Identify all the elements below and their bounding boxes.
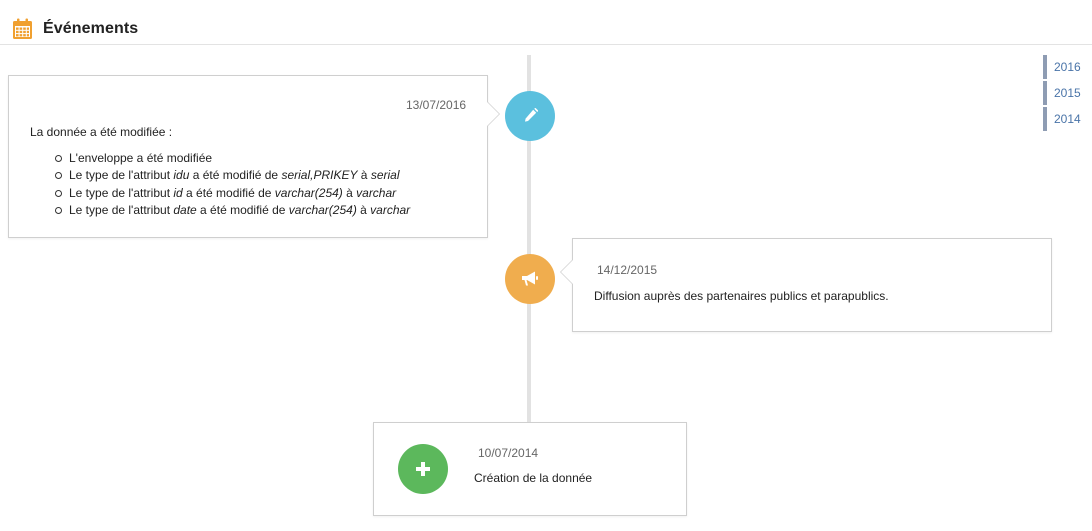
page-title: Événements: [43, 20, 139, 37]
event-intro: La donnée a été modifiée :: [30, 125, 173, 139]
year-label[interactable]: 2016: [1054, 60, 1081, 74]
year-link-2015[interactable]: 2015: [1043, 81, 1092, 105]
event-date: 13/07/2016: [406, 98, 467, 112]
year-label[interactable]: 2014: [1054, 112, 1081, 126]
event-text: Création de la donnée: [474, 471, 593, 485]
event-card-diffusion: 14/12/2015 Diffusion auprès des partenai…: [560, 238, 1052, 332]
list-item: Le type de l'attribut date a été modifié…: [55, 202, 410, 219]
bullhorn-badge: [505, 254, 555, 304]
calendar-icon: [13, 18, 32, 39]
change-list: L'enveloppe a été modifiée Le type de l'…: [55, 150, 410, 219]
year-link-2016[interactable]: 2016: [1043, 55, 1092, 79]
plus-badge: [398, 444, 448, 494]
plus-icon: [416, 462, 430, 476]
year-link-2014[interactable]: 2014: [1043, 107, 1092, 131]
list-item: Le type de l'attribut idu a été modifié …: [55, 167, 410, 184]
list-item: L'enveloppe a été modifiée: [55, 150, 410, 167]
event-text: Diffusion auprès des partenaires publics…: [594, 289, 889, 303]
event-date: 10/07/2014: [478, 446, 539, 460]
timeline-line: [527, 55, 531, 425]
event-card-creation: 10/07/2014 Création de la donnée: [373, 422, 687, 516]
event-card-modification: 13/07/2016 La donnée a été modifiée : L'…: [8, 75, 500, 238]
list-item: Le type de l'attribut id a été modifié d…: [55, 185, 410, 202]
year-label[interactable]: 2015: [1054, 86, 1081, 100]
pencil-badge: [505, 91, 555, 141]
bullhorn-icon: [522, 271, 538, 286]
event-date: 14/12/2015: [597, 263, 658, 277]
year-nav: 2016 2015 2014: [1042, 55, 1092, 133]
section-header: Événements: [0, 0, 1092, 45]
pencil-icon: [525, 108, 538, 122]
